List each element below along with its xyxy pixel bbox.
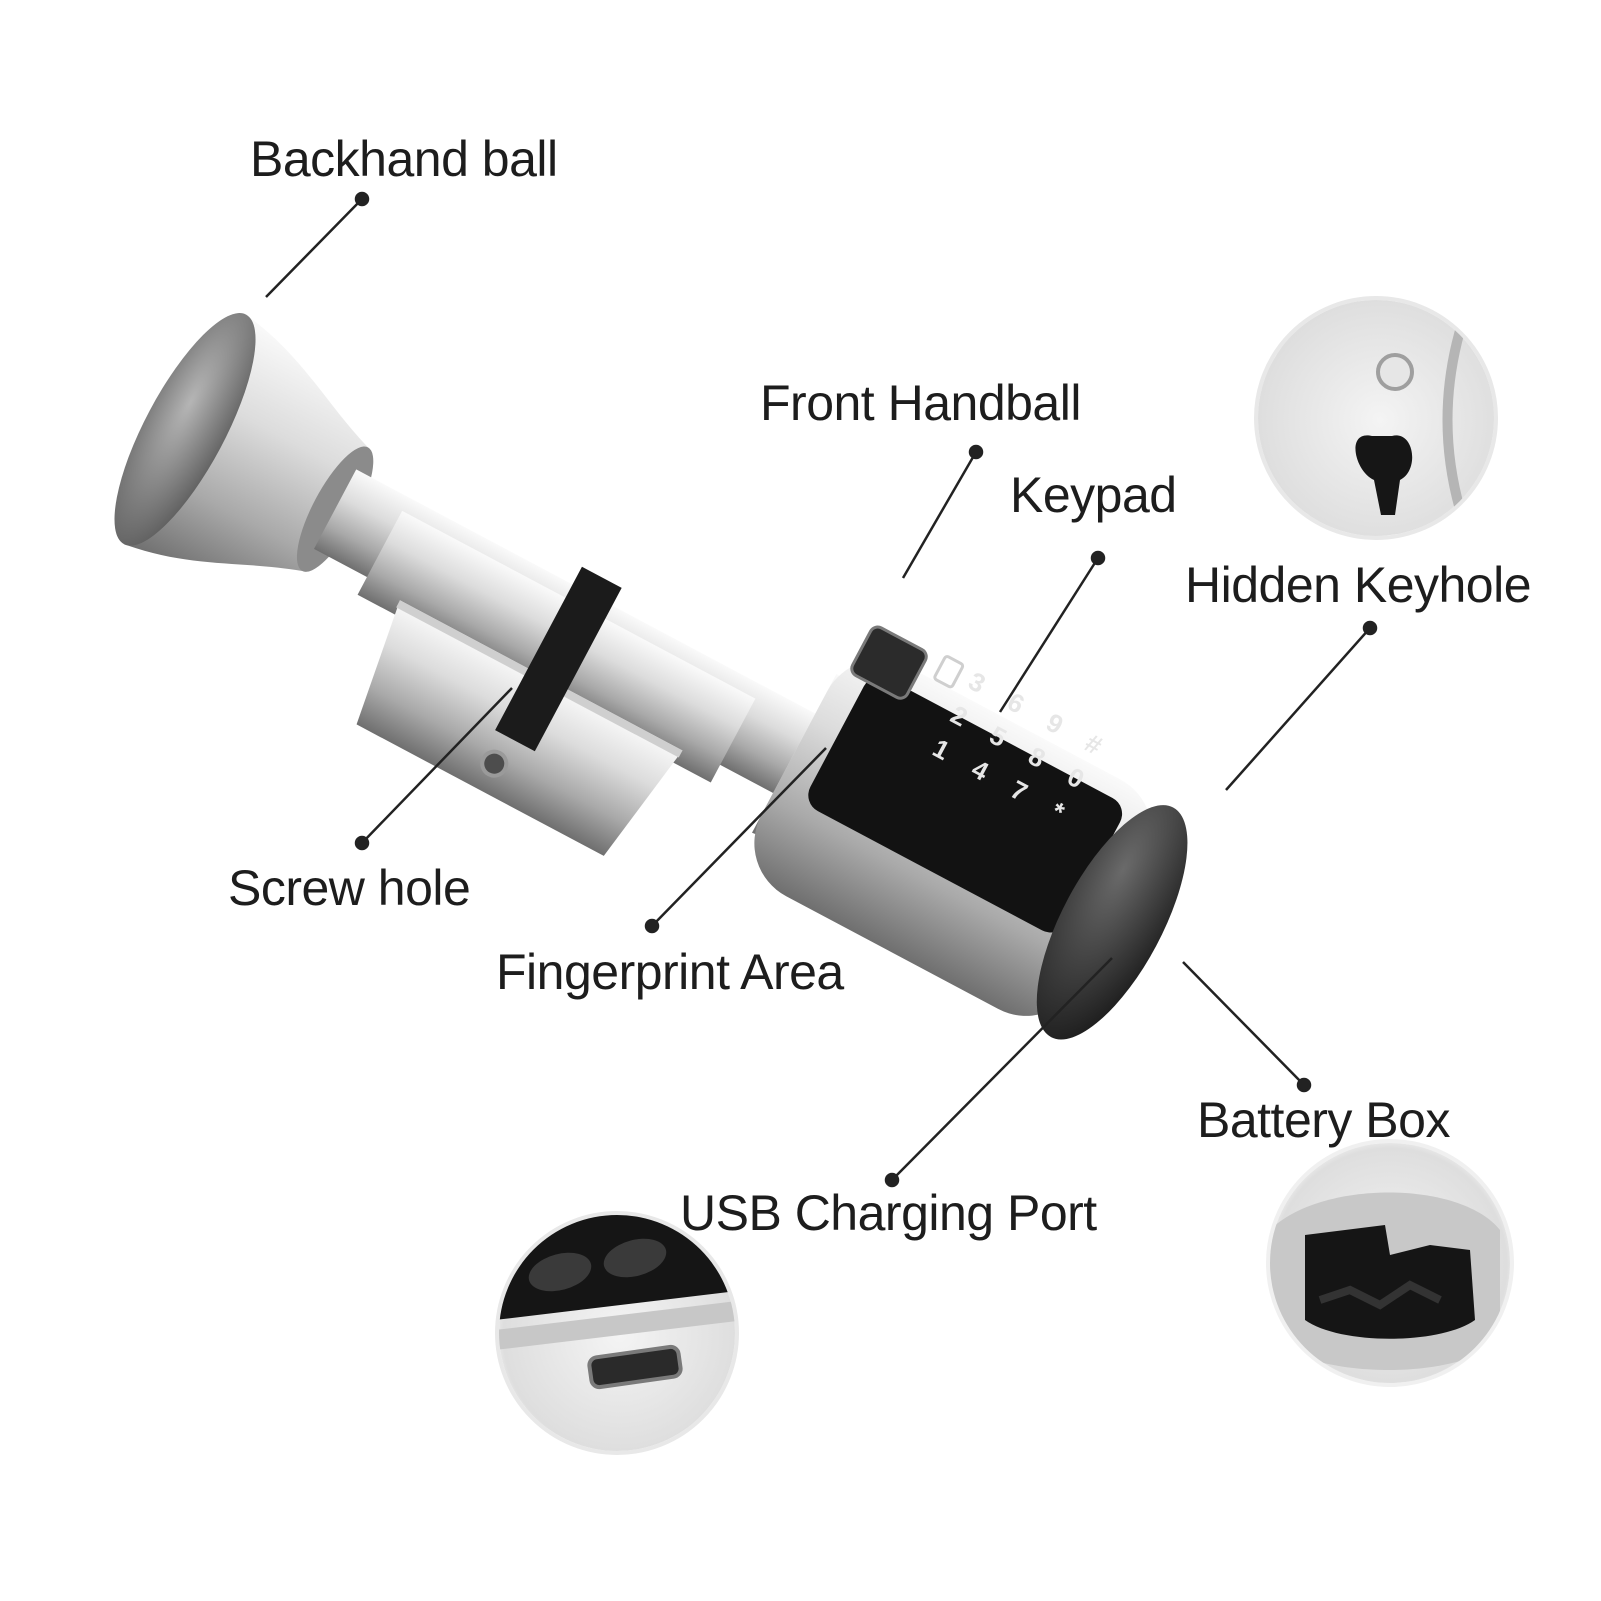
front-knob — [751, 659, 1188, 1040]
keypad-key: # — [1080, 728, 1107, 762]
screw-hole-feature — [480, 749, 509, 778]
label-front-handball: Front Handball — [760, 375, 1081, 431]
lock-body — [114, 313, 1188, 1040]
keypad-key: 3 — [964, 666, 991, 699]
battery-cap — [1036, 805, 1188, 1040]
label-battery-box: Battery Box — [1197, 1092, 1450, 1148]
label-keypad: Keypad — [1010, 467, 1177, 523]
inset-hidden-keyhole — [1254, 296, 1498, 540]
lock-status-icon — [933, 655, 965, 689]
keypad-key: 9 — [1041, 707, 1068, 740]
keypad-panel — [808, 676, 1123, 933]
battery-cavity — [1305, 1225, 1475, 1339]
label-screw-hole: Screw hole — [228, 860, 471, 916]
keyhole-pin — [1376, 353, 1414, 391]
leader-lines — [265, 191, 1378, 1188]
fingerprint-sensor — [850, 625, 928, 700]
inset-battery-box — [1266, 1139, 1514, 1387]
label-backhand-ball: Backhand ball — [250, 131, 558, 187]
usb-socket — [587, 1344, 683, 1390]
inset-usb-port — [495, 1211, 739, 1455]
label-hidden-keyhole: Hidden Keyhole — [1185, 557, 1532, 613]
keyhole-slot — [1355, 435, 1413, 515]
label-fingerprint-area: Fingerprint Area — [496, 944, 844, 1000]
cam — [495, 566, 622, 752]
label-usb-charging-port: USB Charging Port — [680, 1185, 1097, 1241]
